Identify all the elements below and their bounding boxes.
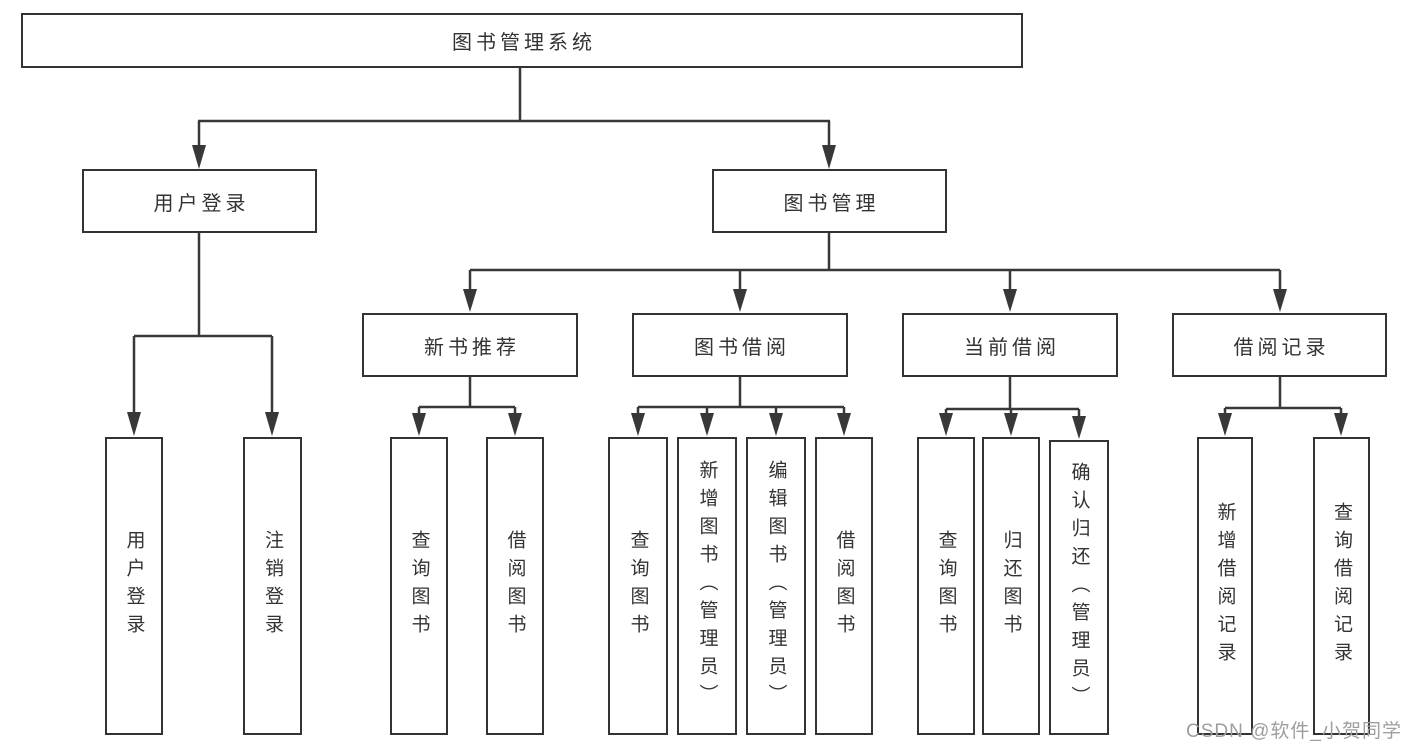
leaf-confirm-return-admin: 确认归还（管理员） bbox=[1049, 440, 1109, 735]
node-book-management: 图书管理 bbox=[712, 169, 947, 233]
node-new-book-recommendation: 新书推荐 bbox=[362, 313, 578, 377]
leaf-add-borrow-record: 新增借阅记录 bbox=[1197, 437, 1253, 735]
leaf-query-books-current: 查询图书 bbox=[917, 437, 975, 735]
node-borrowing-records: 借阅记录 bbox=[1172, 313, 1387, 377]
leaf-borrow-books: 借阅图书 bbox=[815, 437, 873, 735]
arrowheads bbox=[127, 145, 1348, 439]
node-user-login: 用户登录 bbox=[82, 169, 317, 233]
leaf-return-books: 归还图书 bbox=[982, 437, 1040, 735]
leaf-edit-books-admin: 编辑图书（管理员） bbox=[746, 437, 806, 735]
node-root-library-system: 图书管理系统 bbox=[21, 13, 1023, 68]
leaf-query-books-borrowing: 查询图书 bbox=[608, 437, 668, 735]
node-book-borrowing: 图书借阅 bbox=[632, 313, 848, 377]
node-current-borrowing: 当前借阅 bbox=[902, 313, 1118, 377]
leaf-user-login: 用户登录 bbox=[105, 437, 163, 735]
csdn-watermark: CSDN @软件_小贺同学 bbox=[1186, 721, 1402, 742]
leaf-logout: 注销登录 bbox=[243, 437, 302, 735]
leaf-query-books-recommend: 查询图书 bbox=[390, 437, 448, 735]
leaf-borrow-books-recommend: 借阅图书 bbox=[486, 437, 544, 735]
leaf-query-borrow-record: 查询借阅记录 bbox=[1313, 437, 1370, 735]
leaf-add-books-admin: 新增图书（管理员） bbox=[677, 437, 737, 735]
